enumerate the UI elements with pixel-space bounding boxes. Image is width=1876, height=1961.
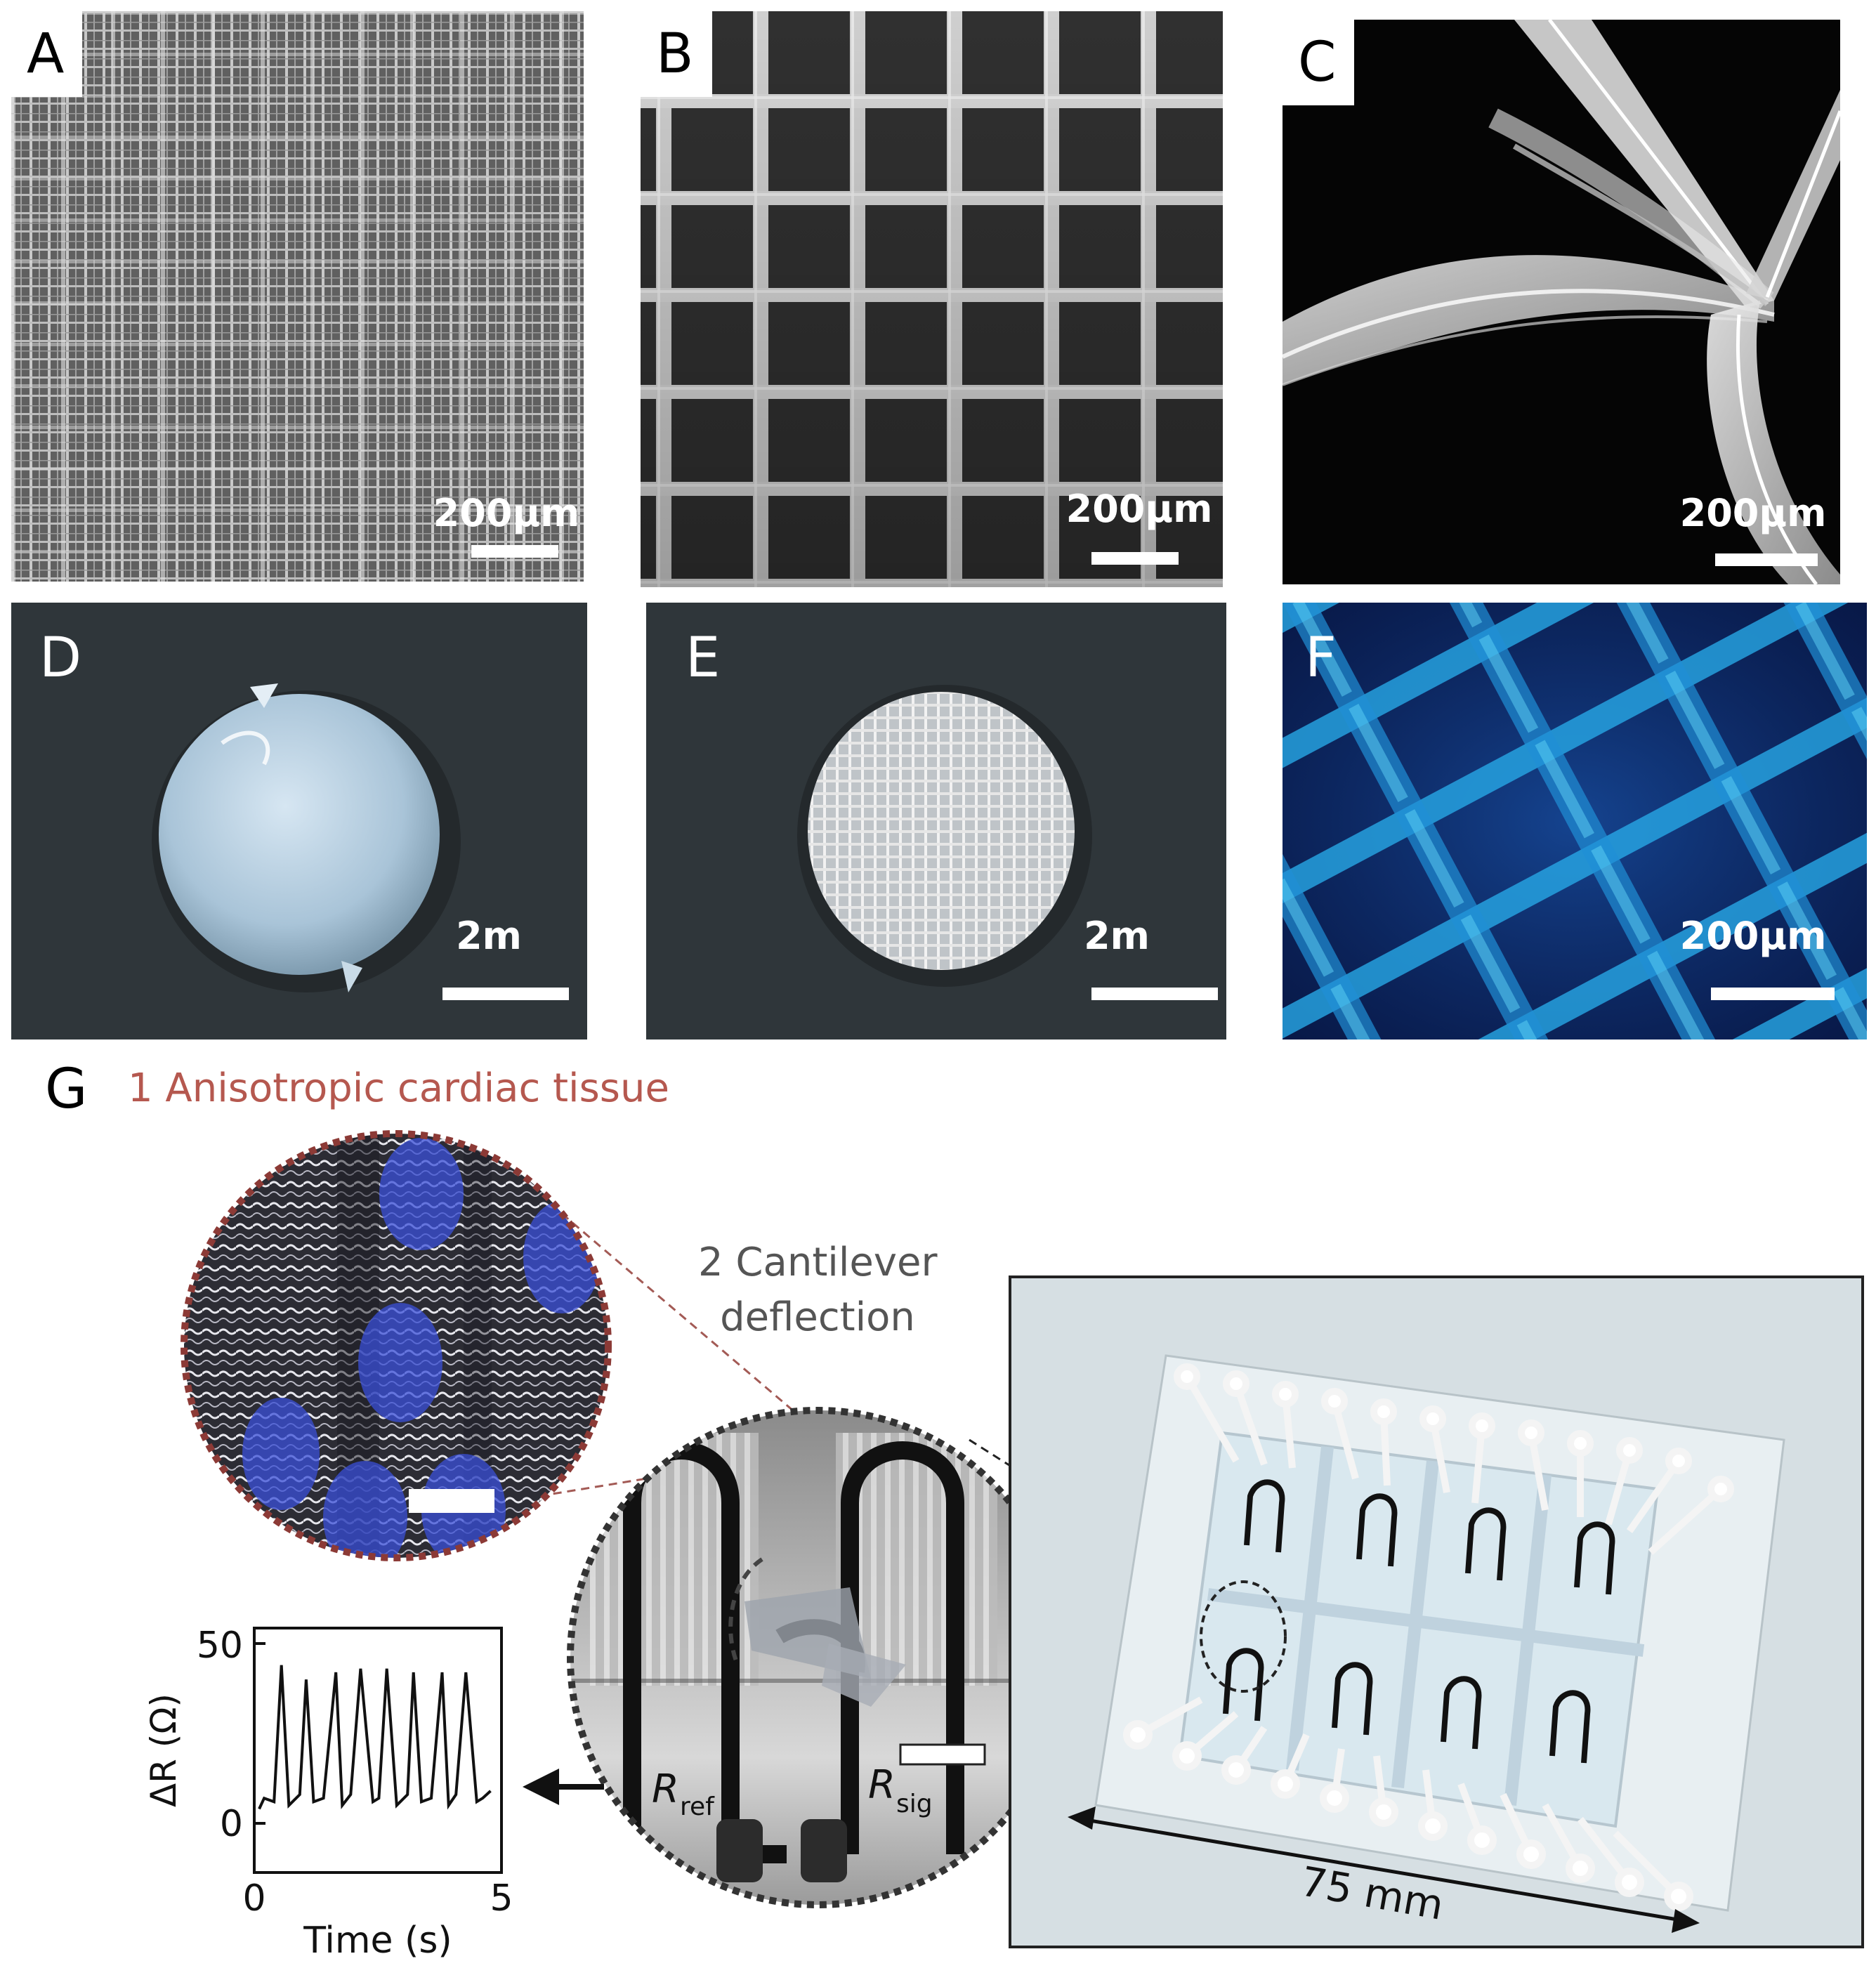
- panel-b-grid: [641, 11, 1223, 587]
- x-tick-label-5: 5: [490, 1877, 513, 1920]
- panel-f: F 200µm: [1283, 603, 1867, 1039]
- panel-d-hydrogel-disc: [152, 683, 461, 992]
- device-dimension-label: 75 mm: [1297, 1857, 1447, 1929]
- panel-b-label: B: [641, 11, 712, 97]
- plot-frame: [253, 1627, 503, 1874]
- panel-d-label: D: [39, 627, 82, 690]
- panel-e-scalebar-label: 2m: [1084, 914, 1150, 958]
- panel-b-scalebar: [1091, 552, 1179, 565]
- panel-e-scalebar: [1091, 988, 1218, 1000]
- panel-c-scalebar-label: 200µm: [1679, 491, 1827, 535]
- panel-f-scalebar-label: 200µm: [1679, 914, 1827, 958]
- panel-a-fiber-mesh: [11, 11, 584, 582]
- panel-f-label: F: [1305, 627, 1337, 690]
- panel-b: B 200µm: [641, 11, 1223, 587]
- panel-g-label: G: [45, 1058, 88, 1121]
- r-ref-subscript: ref: [680, 1792, 715, 1821]
- plot-x-axis-label: Time (s): [303, 1920, 452, 1961]
- panel-a-label: A: [11, 11, 83, 97]
- panel-d-scalebar-label: 2m: [456, 914, 522, 958]
- x-tick-label-0: 0: [242, 1877, 265, 1920]
- panel-d-scalebar: [442, 988, 569, 1000]
- panel-a-scalebar: [471, 545, 558, 558]
- panel-b-scalebar-label: 200µm: [1065, 487, 1213, 531]
- panel-e: E 2m: [646, 603, 1226, 1039]
- panel-c-scalebar: [1715, 553, 1818, 566]
- resistance-trace: [258, 1665, 492, 1810]
- panel-g-step2-title-line1: 2 Cantilever: [698, 1240, 938, 1285]
- plot-y-axis-label: ΔR (Ω): [143, 1693, 184, 1807]
- panel-e-label: E: [686, 627, 721, 690]
- device-chip: [1094, 1354, 1785, 1912]
- panel-a-scalebar-label: 200µm: [433, 491, 580, 535]
- y-tick-label-0: 0: [220, 1803, 243, 1845]
- panel-c-fiber-junction: [1283, 20, 1840, 584]
- panel-d: D 2m: [11, 603, 587, 1039]
- panel-f-fluorescence-image: [1283, 603, 1867, 1039]
- panel-g-step1-title: 1 Anisotropic cardiac tissue: [128, 1065, 669, 1111]
- panel-a: A 200µm: [11, 11, 584, 582]
- r-ref-label: R: [652, 1766, 679, 1812]
- r-sig-label: R: [868, 1762, 896, 1808]
- resistance-plot: 50 0 0 5 Time (s) ΔR (Ω): [143, 1625, 513, 1961]
- r-sig-subscript: sig: [896, 1790, 933, 1818]
- panel-e-woven-disc: [797, 685, 1092, 987]
- panel-c-label: C: [1283, 20, 1355, 105]
- panel-c: C 200µm: [1283, 20, 1840, 584]
- y-tick-label-50: 50: [197, 1625, 243, 1667]
- panel-g-step2-title-line2: deflection: [720, 1294, 915, 1340]
- panel-f-scalebar: [1711, 988, 1835, 1000]
